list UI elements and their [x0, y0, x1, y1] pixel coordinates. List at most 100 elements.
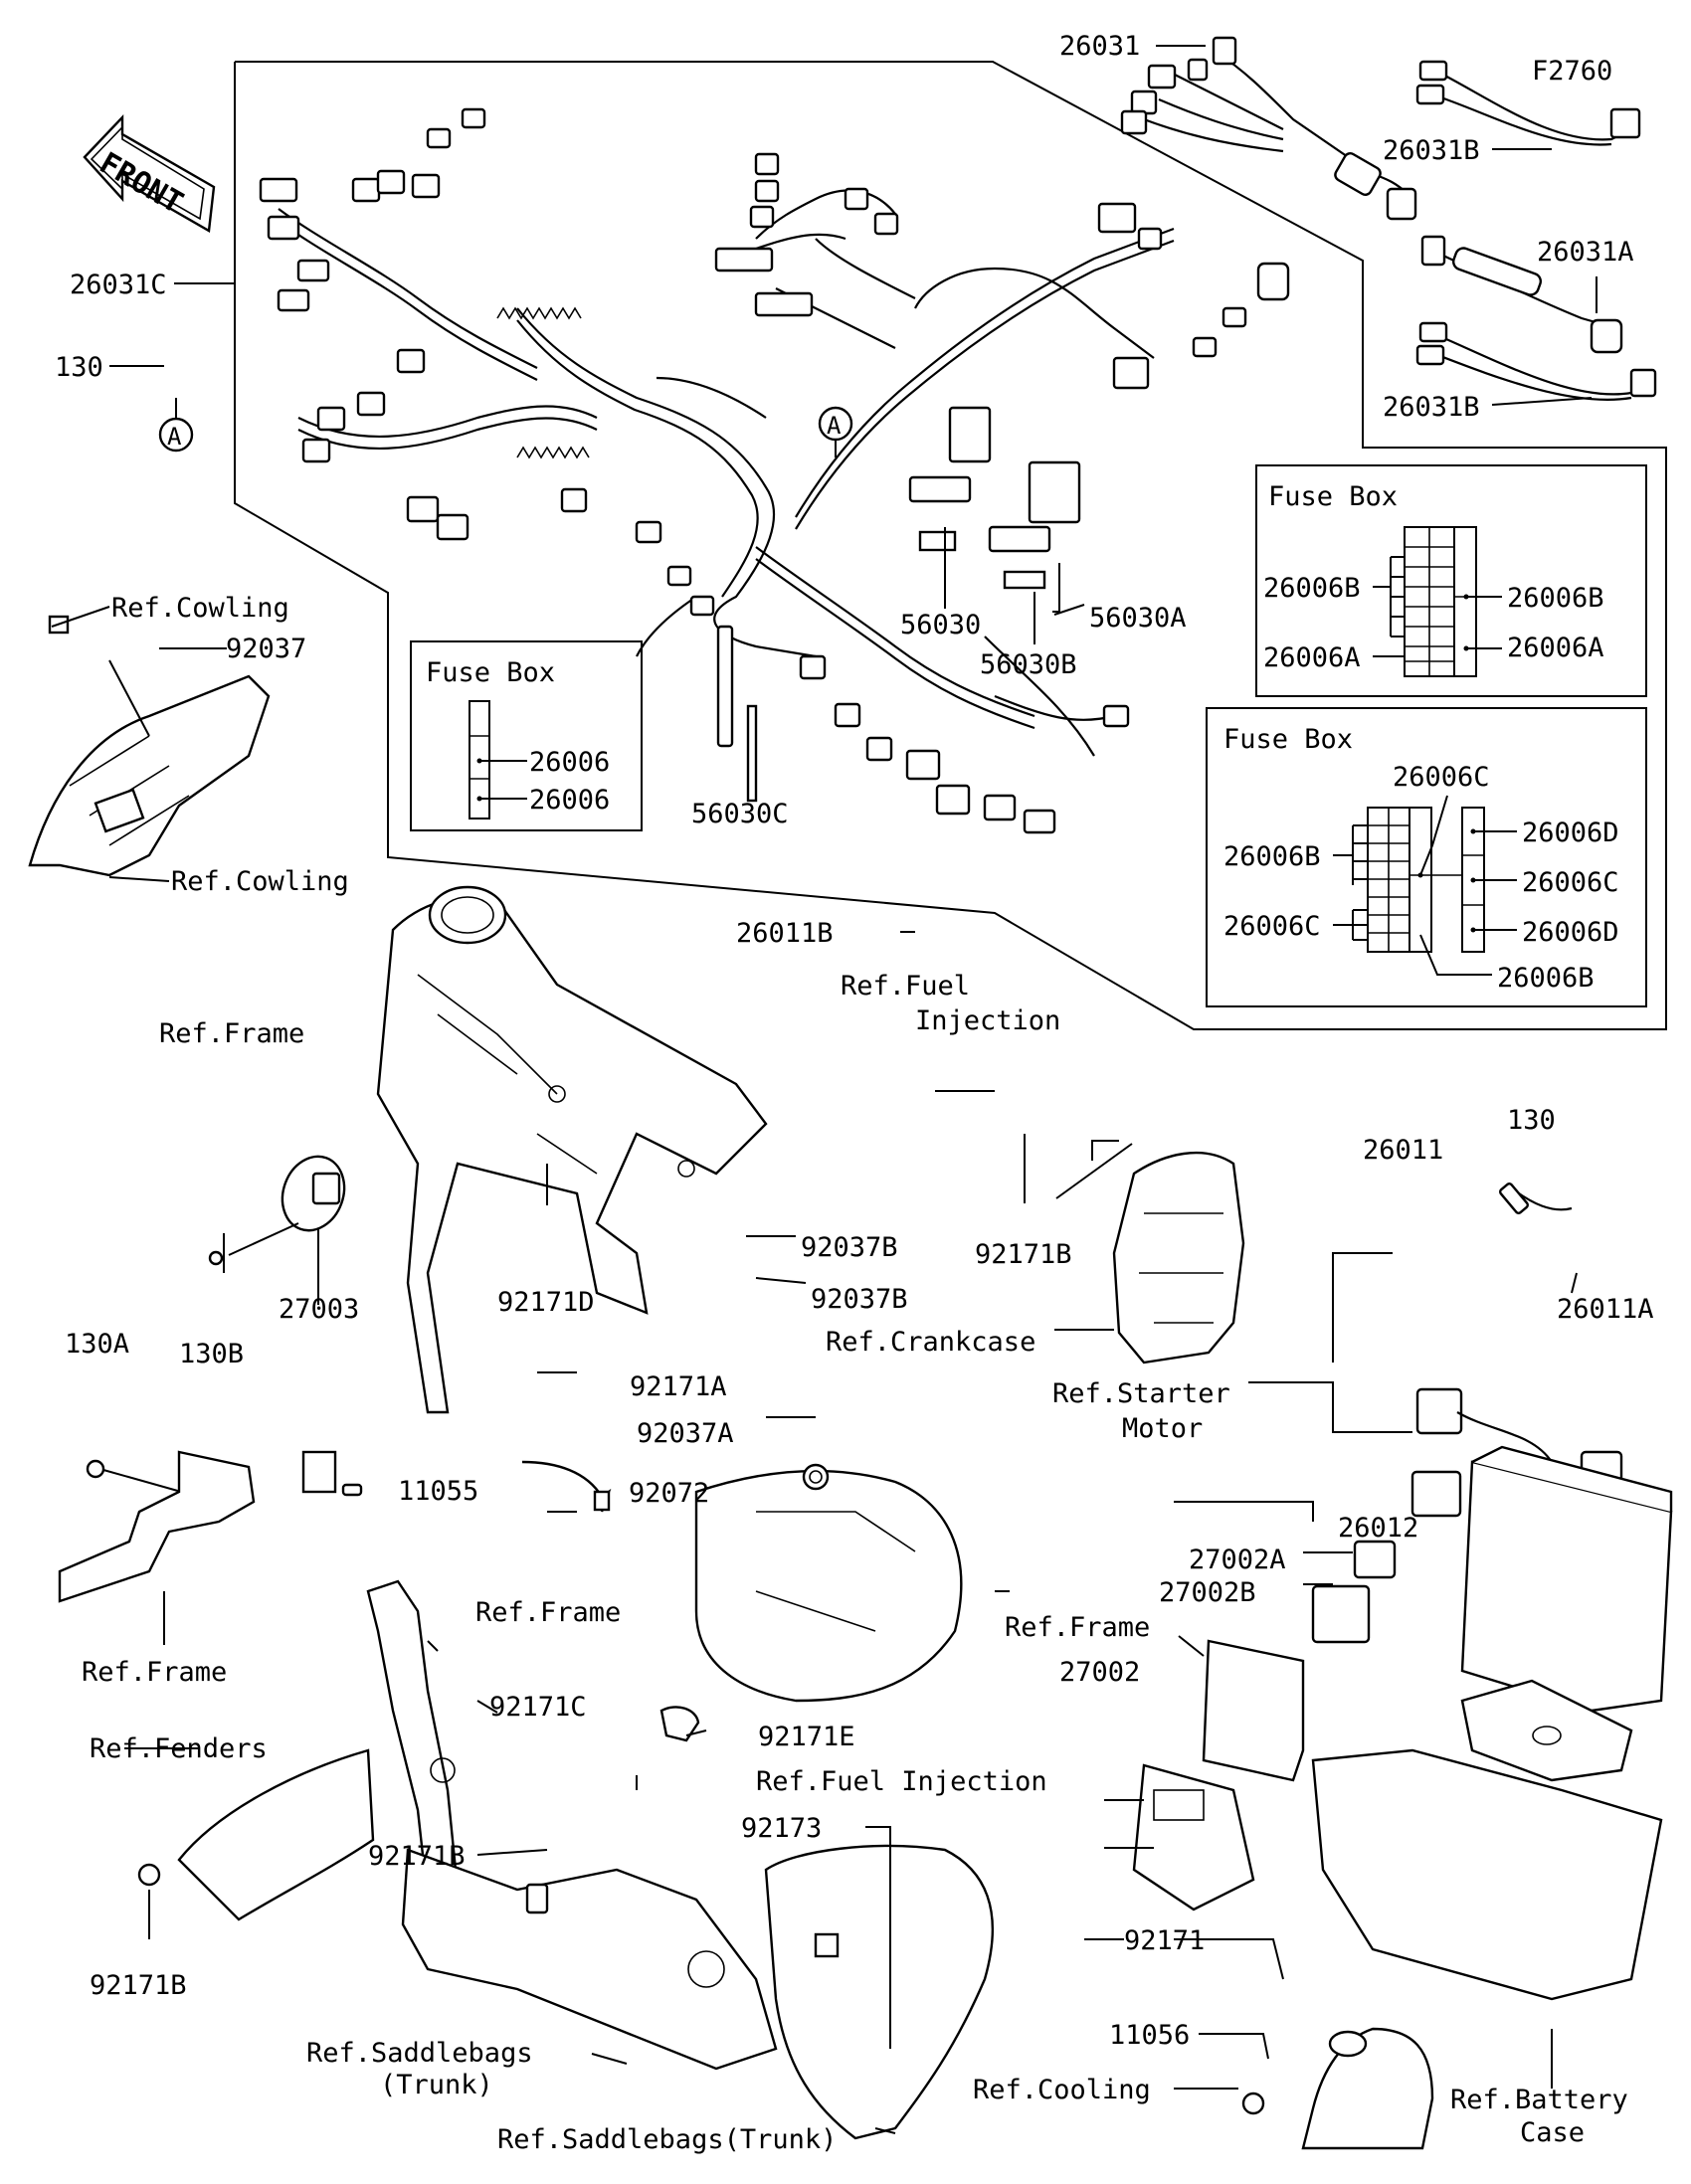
label-27003: 27003 — [279, 1294, 359, 1325]
svg-text:26006B: 26006B — [1263, 573, 1361, 604]
label-27002B: 27002B — [1159, 1577, 1256, 1608]
label-56030B: 56030B — [980, 649, 1077, 680]
label-56030C: 56030C — [691, 799, 789, 829]
svg-text:26006C: 26006C — [1393, 762, 1490, 793]
label-92171: 92171 — [1124, 1925, 1205, 1956]
label-26031: 26031 — [1059, 31, 1140, 62]
label-26031C: 26031C — [70, 270, 167, 300]
label-56030A: 56030A — [1089, 603, 1187, 634]
svg-text:A: A — [827, 412, 842, 440]
label-ref-saddle-bottom: Ref.Saddlebags(Trunk) — [497, 2124, 837, 2155]
label-26031B-bottom: 26031B — [1383, 392, 1480, 423]
crankcase — [1112, 1151, 1245, 1365]
label-130A: 130A — [65, 1329, 129, 1360]
label-ref-saddle-2: (Trunk) — [380, 2070, 493, 2100]
label-11056: 11056 — [1109, 2020, 1190, 2051]
svg-text:26006A: 26006A — [1507, 633, 1604, 663]
fuse-box-1: Fuse Box 26006B 26006A 26006B 26006A — [1255, 464, 1647, 697]
svg-text:26006: 26006 — [529, 747, 610, 778]
label-26031A: 26031A — [1537, 237, 1634, 268]
fender-piece — [137, 1748, 375, 1921]
label-92171A: 92171A — [630, 1371, 727, 1402]
label-130B: 130B — [179, 1339, 244, 1369]
label-92072: 92072 — [629, 1478, 709, 1509]
svg-text:26006D: 26006D — [1522, 818, 1619, 848]
svg-text:26006B: 26006B — [1223, 841, 1321, 872]
label-92171B-mid: 92171B — [975, 1239, 1072, 1270]
label-ref-fenders: Ref.Fenders — [90, 1733, 268, 1764]
sub-harness-26031A — [1420, 235, 1623, 354]
label-92173: 92173 — [741, 1813, 822, 1844]
label-ref-starter-2: Motor — [1122, 1413, 1203, 1444]
callout-A-harness: A — [818, 406, 853, 457]
label-92037B-1: 92037B — [801, 1232, 898, 1263]
battery-case — [1311, 1679, 1663, 2001]
label-ref-battery-1: Ref.Battery — [1450, 2085, 1628, 2115]
svg-text:26006B: 26006B — [1507, 583, 1604, 614]
label-ref-frame-left: Ref.Frame — [82, 1657, 227, 1688]
svg-text:26006B: 26006B — [1497, 963, 1595, 994]
label-ref-frame-top: Ref.Frame — [159, 1018, 304, 1049]
label-ref-fuel-top-2: Injection — [915, 1005, 1060, 1036]
fuel-injection-bracket — [1132, 1763, 1255, 1911]
cooling-reservoir — [1241, 2027, 1434, 2150]
label-26011B: 26011B — [736, 918, 834, 949]
label-27002: 27002 — [1059, 1657, 1140, 1688]
label-56030: 56030 — [900, 610, 981, 640]
callout-A-bolt: A — [158, 398, 194, 453]
sub-harness-26031 — [1120, 36, 1417, 221]
svg-text:A: A — [167, 423, 182, 451]
label-ref-fuel-top-1: Ref.Fuel — [841, 971, 970, 1001]
clamps-11055-92072 — [341, 1460, 612, 1513]
label-92171E: 92171E — [758, 1722, 855, 1752]
label-92171B-bottom: 92171B — [90, 1970, 187, 2001]
fuse-parts-56030 — [746, 530, 1085, 803]
part-27003 — [208, 1155, 346, 1266]
battery-26012 — [1460, 1445, 1673, 1713]
leader-lines — [51, 45, 1597, 2134]
label-130-top: 130 — [55, 352, 103, 383]
label-27002A: 27002A — [1189, 1545, 1286, 1575]
front-arrow-icon: FRONT — [83, 113, 216, 233]
sub-harness-26031B-top — [1415, 60, 1641, 146]
frame-assembly — [376, 885, 768, 1414]
label-ref-fuel-mid: Ref.Fuel Injection — [756, 1766, 1047, 1797]
label-ref-saddle-1: Ref.Saddlebags — [306, 2038, 533, 2069]
label-ref-crankcase: Ref.Crankcase — [826, 1327, 1035, 1358]
label-ref-cooling: Ref.Cooling — [973, 2075, 1151, 2105]
label-92171B-left: 92171B — [368, 1841, 466, 1872]
label-92037A: 92037A — [637, 1418, 734, 1449]
fuse-box-3: Fuse Box 26006 26006 — [410, 640, 643, 831]
label-92037: 92037 — [226, 634, 306, 664]
label-26031B-top: 26031B — [1383, 135, 1480, 166]
sub-harness-26031B-bottom — [1415, 321, 1657, 401]
svg-text:26006C: 26006C — [1223, 911, 1321, 942]
fuse-box-2: Fuse Box 26006C 26006B 26006C 26006D 260… — [1206, 707, 1647, 1007]
svg-text:26006D: 26006D — [1522, 917, 1619, 948]
label-26011A: 26011A — [1557, 1294, 1654, 1325]
svg-text:Fuse Box: Fuse Box — [426, 657, 555, 688]
label-92171C: 92171C — [489, 1692, 587, 1723]
bracket-130A — [58, 1450, 337, 1603]
frame-under-center — [694, 1463, 963, 1703]
label-92037B-2: 92037B — [811, 1284, 908, 1315]
labels: F2760 26031 26031B 26031A 26031B 26031C … — [55, 31, 1654, 2155]
saddlebag-bracket — [401, 1848, 778, 2071]
svg-text:Fuse Box: Fuse Box — [1268, 481, 1398, 512]
svg-text:Fuse Box: Fuse Box — [1223, 724, 1353, 755]
label-26012: 26012 — [1338, 1513, 1418, 1544]
svg-text:26006: 26006 — [529, 785, 610, 816]
label-ref-frame-mid: Ref.Frame — [475, 1597, 621, 1628]
svg-text:26006A: 26006A — [1263, 642, 1361, 673]
label-130-right: 130 — [1507, 1105, 1556, 1136]
main-harness-26031C — [259, 107, 1290, 834]
clamp-92171E — [659, 1706, 700, 1742]
label-ref-cowling-2: Ref.Cowling — [171, 866, 349, 897]
label-ref-starter-1: Ref.Starter — [1052, 1378, 1230, 1409]
label-ref-cowling-1: Ref.Cowling — [111, 593, 289, 624]
figure-id: F2760 — [1532, 56, 1612, 87]
ecu-27002 — [1202, 1540, 1397, 1782]
harness-group-outline — [234, 61, 1667, 1030]
label-26011: 26011 — [1363, 1135, 1443, 1166]
